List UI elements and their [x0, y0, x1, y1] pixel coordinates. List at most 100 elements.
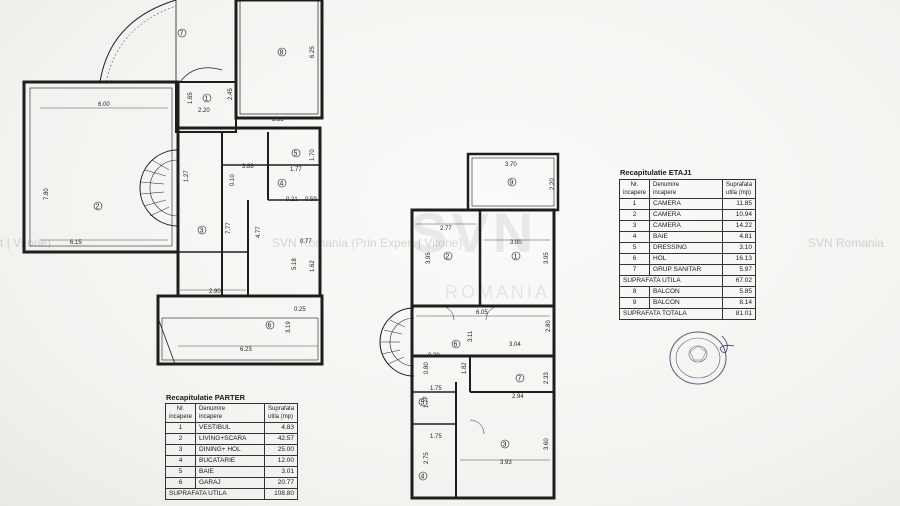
dim: 3.35	[272, 117, 284, 123]
upper-room-2: 2	[446, 254, 450, 261]
dim: 5.18	[292, 258, 298, 270]
dim: 2.33	[544, 372, 550, 384]
dim: 4.77	[256, 226, 262, 238]
dim: 0.77	[300, 239, 312, 245]
dim: 1.62	[310, 260, 316, 272]
upper-room-5: 5	[421, 400, 425, 407]
dim: 3.95	[426, 252, 432, 264]
dim: 3.93	[500, 460, 512, 466]
dim: 1.77	[290, 167, 302, 173]
ground-room-6: 6	[268, 323, 272, 330]
dim: 6.05	[476, 310, 488, 316]
ground-spiral-stair	[139, 149, 179, 227]
upper-floor-plan	[379, 152, 560, 500]
dim: 2.20	[198, 108, 210, 114]
dim: 2.75	[424, 452, 430, 464]
dim: 2.77	[440, 226, 452, 232]
dim: 3.70	[505, 162, 517, 168]
dim: 6.00	[98, 102, 110, 108]
upper-room-3: 3	[503, 442, 507, 449]
dim: 3.19	[286, 321, 292, 333]
dim: 3.00	[510, 240, 522, 246]
dim: 6.15	[70, 240, 82, 246]
dim: 7.80	[44, 188, 50, 200]
dim: 7.77	[226, 222, 232, 234]
dim: 0.21	[286, 197, 298, 203]
header-nr: Nr.incapere	[618, 179, 651, 199]
upper-room-7: 7	[518, 376, 522, 383]
watermark-right: SVN Romania	[808, 236, 885, 250]
ground-floor-plan	[22, 0, 324, 366]
dim: 3.95	[544, 252, 550, 264]
ground-room-3: 3	[200, 228, 204, 235]
dim: 0.59	[305, 197, 317, 203]
parter-recap-title: Recapitulatie PARTER	[166, 393, 246, 402]
dim: 1.27	[184, 170, 190, 182]
ground-room-8: 8	[280, 50, 284, 57]
ground-room-markers: 7 8 1 2 3 4 5 6	[93, 28, 301, 330]
ground-dimensions: 6.00 2.20 1.65 2.45 3.35 6.25 7.80 6.15 …	[44, 46, 317, 353]
dim: 0.30	[428, 353, 440, 359]
dim: 3.60	[544, 438, 550, 450]
dim: 1.82	[462, 362, 468, 374]
dim: 0.10	[230, 174, 236, 186]
upper-room-6: 6	[454, 342, 458, 349]
upper-room-markers: 9 2 1 6 7 5 4 3	[418, 177, 525, 481]
upper-room-1: 1	[514, 254, 518, 261]
dim: 2.90	[209, 289, 221, 295]
upper-room-4: 4	[421, 474, 425, 481]
dim: 0.25	[294, 307, 306, 313]
ground-room-7: 7	[180, 31, 184, 38]
watermark-brand-sub: ROMANIA	[445, 282, 551, 302]
dim: 0.80	[424, 362, 430, 374]
dim: 1.70	[310, 149, 316, 161]
upper-room-9: 9	[510, 180, 514, 187]
ground-room-2: 2	[96, 204, 100, 211]
official-stamp-icon	[669, 331, 735, 385]
dim: 2.80	[546, 320, 552, 332]
dim: 3.04	[509, 342, 521, 348]
dim: 3.11	[468, 330, 474, 342]
dim: 6.23	[240, 347, 252, 353]
header-nr: Nr.incapere	[164, 403, 197, 423]
upper-dimensions: 3.70 2.20 2.77 3.00 3.95 3.95 6.05 2.80 …	[424, 162, 556, 466]
upper-spiral-stair	[379, 307, 415, 377]
dim: 1.77	[424, 396, 430, 408]
dim: 2.94	[512, 394, 524, 400]
ground-room-1: 1	[205, 96, 209, 103]
dim: 1.75	[430, 386, 442, 392]
dim: 2.45	[228, 88, 234, 100]
ground-room-4: 4	[280, 181, 284, 188]
dim: 1.75	[430, 434, 442, 440]
dim: 1.65	[188, 92, 194, 104]
ground-room-5: 5	[294, 151, 298, 158]
dim: 2.20	[550, 178, 556, 190]
